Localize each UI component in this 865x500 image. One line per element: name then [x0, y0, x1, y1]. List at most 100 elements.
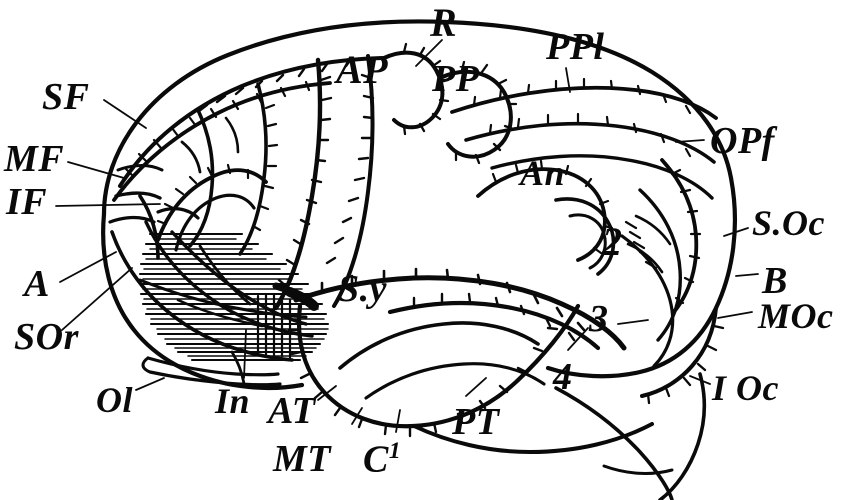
- gyrus-near-2-inner: [568, 213, 607, 270]
- leader-4: [567, 327, 589, 351]
- leader-ppl: [565, 67, 571, 93]
- olfactory-tract-upper: [146, 356, 280, 377]
- olfactory-bulb-tip: [141, 356, 152, 374]
- sylvian-fissure-lower-ramus: [387, 300, 601, 351]
- pp-gyrus-loop: [438, 69, 513, 159]
- ap-gyrus-loop-ticks: [402, 42, 450, 136]
- occipital-pole-ticks: [646, 324, 725, 405]
- label-a: A: [24, 263, 50, 305]
- parietal-sulcus-1: [450, 85, 718, 120]
- middle-frontal-gyrus: [156, 168, 268, 242]
- label-sy: S.y: [338, 268, 387, 310]
- label-b: B: [762, 260, 788, 302]
- leader-b: [735, 273, 759, 277]
- label-pp: PP: [432, 58, 480, 100]
- label-ap: AP: [336, 47, 389, 92]
- label-soc: S.Oc: [752, 203, 825, 243]
- leader-c1: [395, 409, 401, 433]
- temporal-sulcus-2: [364, 362, 546, 400]
- occipital-sulcus-b: [638, 188, 682, 342]
- leader-in: [243, 329, 247, 379]
- middle-frontal-ticks: [156, 163, 250, 226]
- middle-temporal-outline: [412, 422, 654, 454]
- angular-gyrus: [476, 167, 607, 262]
- temporal-sulcus-1: [338, 321, 540, 370]
- sulcus-frontal-mid: [188, 108, 215, 248]
- leader-soc: [723, 227, 749, 237]
- frontal-gyrus-join: [156, 207, 200, 220]
- label-opf: OPf: [710, 120, 775, 162]
- leader-r: [415, 39, 443, 67]
- leader-mf: [67, 161, 125, 179]
- frontal-pole-sulcus-3: [116, 164, 164, 172]
- leader-moc: [717, 311, 753, 319]
- central-sulcus-ticks: [277, 75, 333, 288]
- insula-vertical-hatch: [256, 292, 292, 360]
- parietal-sulcus-2-ticks: [488, 112, 692, 158]
- frontal-pole-sulcus-1: [114, 191, 162, 200]
- leader-at: [317, 385, 337, 401]
- leader-sor: [61, 267, 133, 331]
- orbital-vessel-4: [176, 298, 264, 328]
- sulcus-frontal-mid-ticks: [251, 103, 279, 232]
- label-2: 2: [602, 219, 623, 264]
- angular-gyrus-ticks: [491, 159, 614, 255]
- superior-frontal-sulcus: [118, 56, 386, 188]
- label-sor: SOr: [14, 316, 79, 358]
- cerebrum-outline: [101, 19, 737, 379]
- leader-sf: [103, 99, 147, 129]
- leader-ioc: [689, 375, 711, 385]
- leader-if: [55, 203, 161, 207]
- label-if: IF: [6, 181, 48, 223]
- middle-frontal-gyrus-inner: [174, 193, 256, 252]
- occipital-fan-ticks: [624, 220, 658, 270]
- inferior-temporal-lobe: [554, 386, 674, 500]
- ap-gyrus-loop: [382, 50, 445, 130]
- label-c1: C1: [363, 438, 402, 481]
- leader-lines: [55, 39, 759, 433]
- inferior-temporal-lobe-2: [658, 372, 707, 500]
- central-sulcus-parallel: [332, 54, 375, 308]
- label-at: AT: [268, 390, 316, 432]
- insula-border-upper: [144, 220, 314, 338]
- frontal-detail-curl-2: [224, 116, 240, 154]
- inferior-temporal-lobe-3: [602, 464, 674, 475]
- occipital-ticks-1: [670, 168, 702, 305]
- cerebrum-outline-lower-front: [101, 211, 305, 390]
- leader-pt: [465, 377, 487, 397]
- label-mf: MF: [4, 138, 65, 180]
- gyrus-crest-1-ticks: [124, 80, 311, 178]
- gyrus-near-2: [554, 197, 616, 276]
- leader-mt: [351, 407, 363, 425]
- orbital-vessel-3: [198, 244, 252, 306]
- label-ppl: PPl: [546, 26, 605, 68]
- frontal-detail-curl: [180, 140, 202, 174]
- central-sulcus: [273, 57, 323, 311]
- gyrus-crest-1: [112, 81, 332, 202]
- olfactory-tract-lower: [148, 370, 282, 387]
- central-sulcus-parallel-ticks: [325, 73, 375, 265]
- leader-3: [617, 319, 649, 325]
- label-4: 4: [553, 356, 573, 398]
- leader-ol: [135, 377, 165, 391]
- label-ol: Ol: [96, 380, 133, 420]
- occipital-sulcus-s-oc: [660, 158, 699, 314]
- occipital-hatch-1: [634, 214, 672, 246]
- inferior-frontal-gyrus: [138, 194, 160, 260]
- parietal-sulcus-3: [490, 154, 714, 200]
- sylvian-fissure-ticks: [320, 267, 586, 332]
- label-c1-superscript: 1: [388, 438, 402, 464]
- parietal-sulcus-2: [464, 121, 716, 164]
- label-mt: MT: [273, 438, 331, 480]
- orbital-vessel-1: [170, 230, 308, 326]
- label-pt: PT: [452, 401, 500, 443]
- sylvian-fossa-dark-2: [272, 282, 308, 302]
- label-c1-letter: C: [363, 438, 389, 481]
- olfactory-stalk: [230, 350, 246, 386]
- label-in: In: [215, 381, 251, 421]
- pp-gyrus-loop-ticks: [454, 60, 518, 165]
- label-3: 3: [589, 298, 609, 340]
